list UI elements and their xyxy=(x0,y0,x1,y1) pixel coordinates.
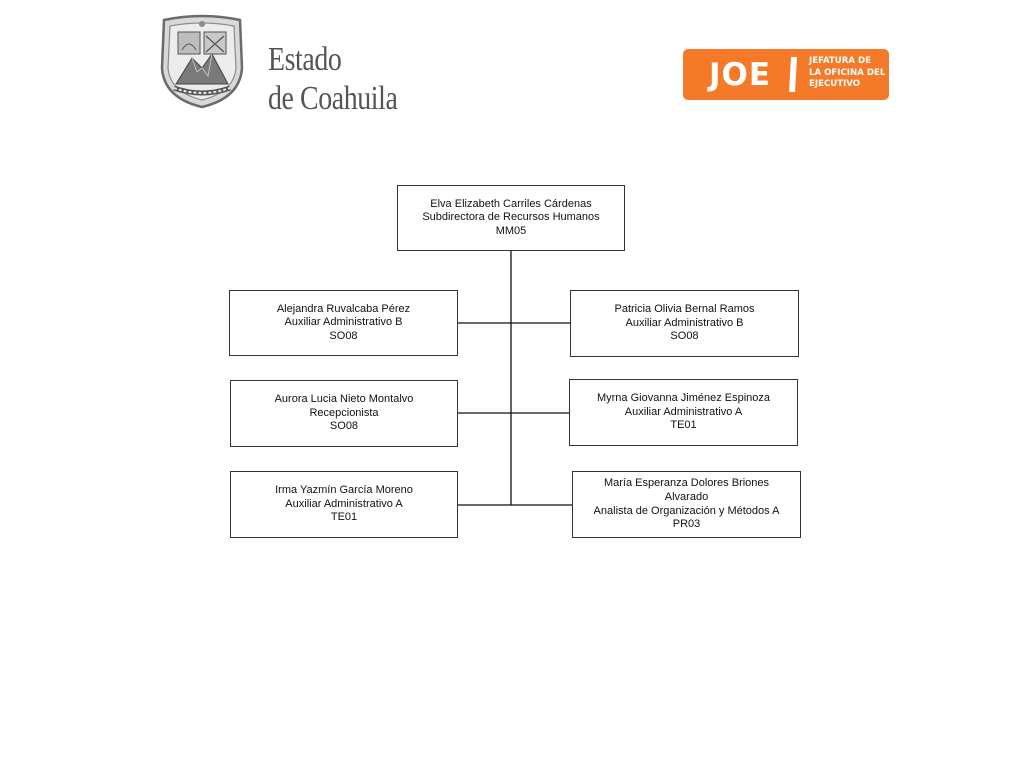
org-node-title: Auxiliar Administrativo A xyxy=(285,497,403,510)
joe-logo-bar-icon xyxy=(789,57,797,92)
org-node-left-1: Alejandra Ruvalcaba Pérez Auxiliar Admin… xyxy=(229,290,458,356)
org-node-name-line2: Alvarado xyxy=(664,490,709,503)
org-node-left-3: Irma Yazmín García Moreno Auxiliar Admin… xyxy=(230,471,458,538)
org-node-name: Patricia Olivia Bernal Ramos xyxy=(614,303,755,316)
org-node-right-1: Patricia Olivia Bernal Ramos Auxiliar Ad… xyxy=(570,290,799,357)
org-node-title: Recepcionista xyxy=(309,406,379,419)
org-node-code: TE01 xyxy=(670,419,697,432)
org-node-title: Subdirectora de Recursos Humanos xyxy=(422,211,600,224)
org-node-name: Aurora Lucia Nieto Montalvo xyxy=(274,393,414,406)
joe-logo-subtitle-line1: JEFATURA DE xyxy=(809,56,872,66)
org-node-name: Alejandra Ruvalcaba Pérez xyxy=(276,302,411,315)
org-node-title: Auxiliar Administrativo B xyxy=(625,316,744,329)
state-title-line2: de Coahuila xyxy=(268,80,398,117)
joe-logo-subtitle-line2: LA OFICINA DEL xyxy=(809,67,886,78)
org-node-name: Irma Yazmín García Moreno xyxy=(275,484,413,497)
state-title: Estado de Coahuila xyxy=(268,40,398,118)
org-node-code: SO08 xyxy=(329,420,359,433)
joe-logo-subtitle-line3: EJECUTIVO xyxy=(809,79,861,89)
org-node-code: TE01 xyxy=(330,511,358,524)
org-node-title: Analista de Organización y Métodos A xyxy=(593,504,780,517)
joe-logo: JOE JEFATURA DE LA OFICINA DEL EJECUTIVO xyxy=(683,49,889,100)
org-node-title: Auxiliar Administrativo B xyxy=(284,316,403,329)
org-node-title: Auxiliar Administrativo A xyxy=(624,405,743,418)
joe-logo-word: JOE xyxy=(709,57,772,93)
org-node-name: Elva Elizabeth Carriles Cárdenas xyxy=(430,197,592,210)
org-node-name: Myrna Giovanna Jiménez Espinoza xyxy=(596,392,771,405)
org-node-right-3: María Esperanza Dolores Briones Alvarado… xyxy=(572,471,801,538)
coat-of-arms-icon xyxy=(160,14,244,109)
org-node-left-2: Aurora Lucia Nieto Montalvo Recepcionist… xyxy=(230,380,458,447)
joe-logo-subtitle: JEFATURA DE LA OFICINA DEL EJECUTIVO xyxy=(809,56,885,91)
org-node-code: PR03 xyxy=(672,518,701,531)
org-node-code: MM05 xyxy=(495,224,527,237)
org-node-code: SO08 xyxy=(670,330,699,343)
state-title-line1: Estado xyxy=(268,41,342,78)
org-node-name-line1: María Esperanza Dolores Briones xyxy=(603,477,770,490)
org-node-code: SO08 xyxy=(329,329,358,342)
org-node-right-2: Myrna Giovanna Jiménez Espinoza Auxiliar… xyxy=(569,379,798,446)
org-node-head: Elva Elizabeth Carriles Cárdenas Subdire… xyxy=(397,185,625,251)
